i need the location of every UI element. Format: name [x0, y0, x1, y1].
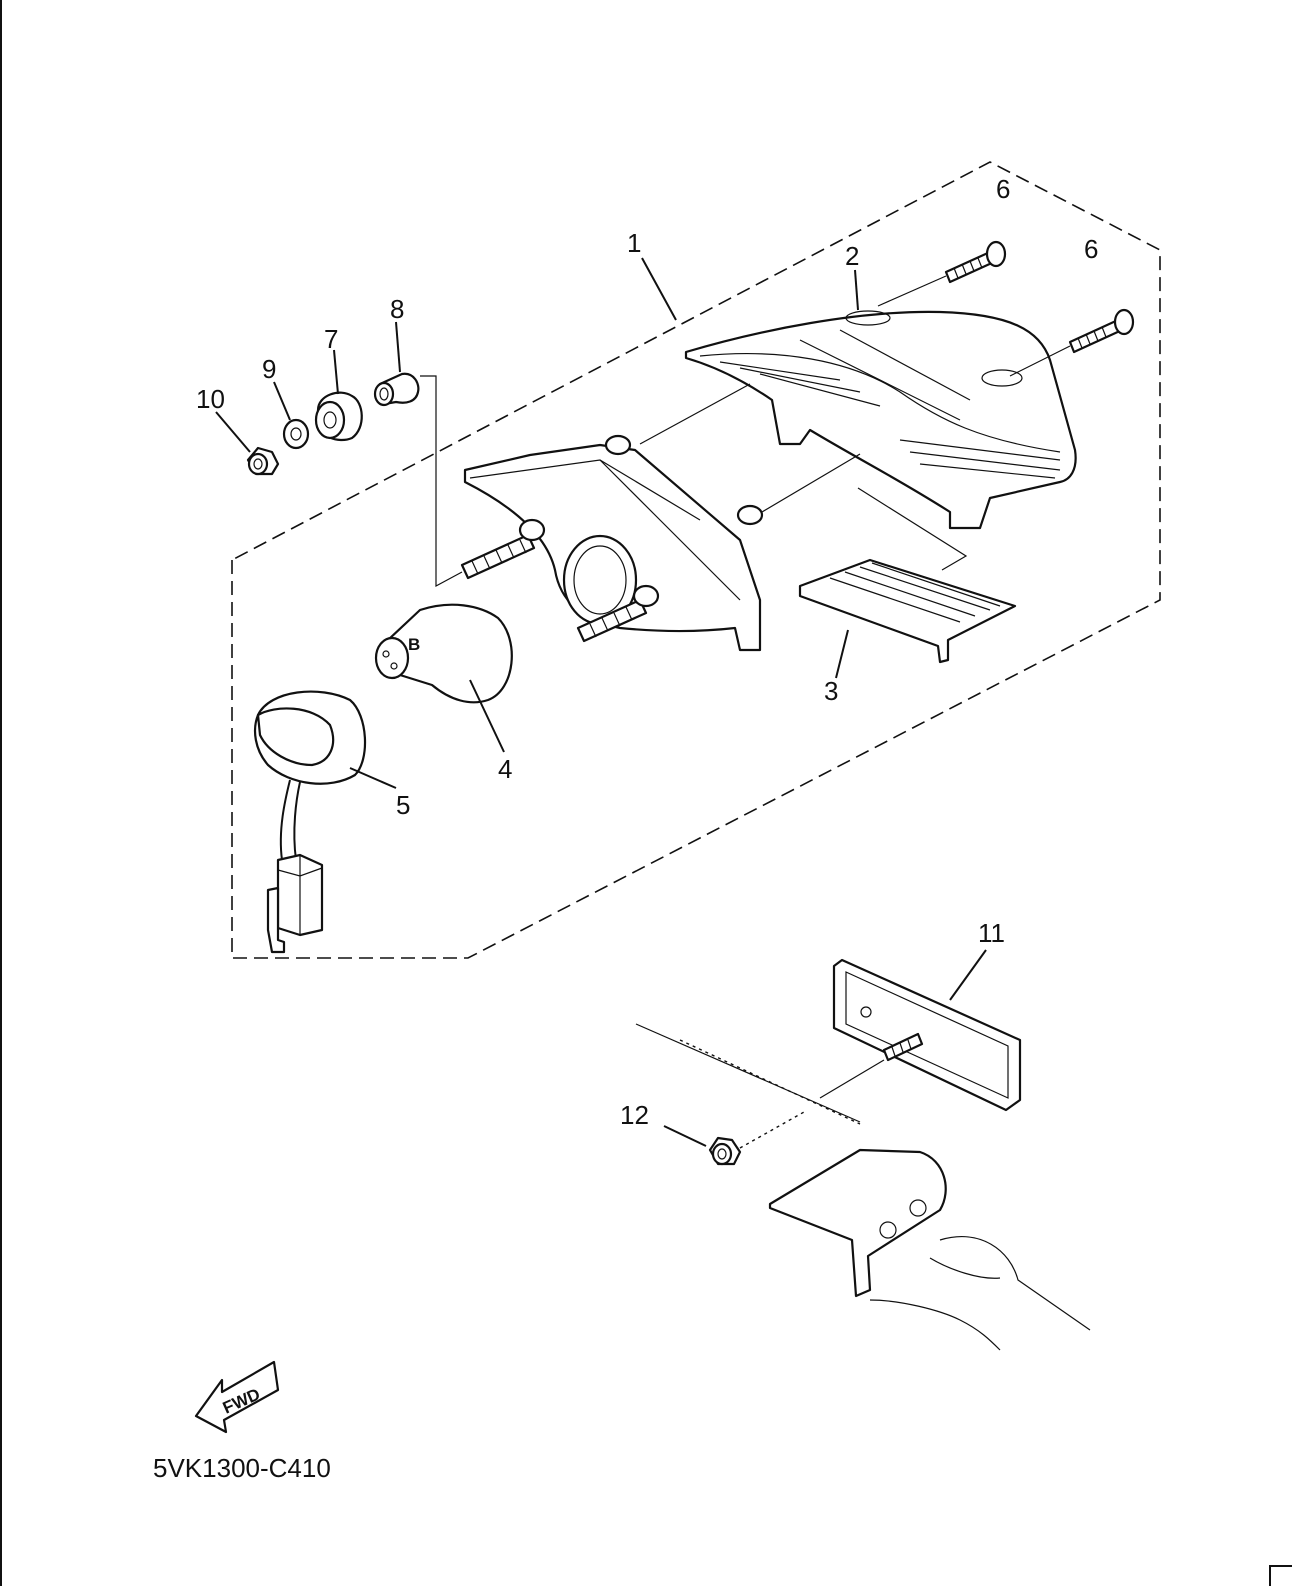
callout-10: 10: [196, 384, 225, 414]
washer: [282, 418, 310, 450]
lens-screw-hole-1: [845, 310, 891, 326]
callout-11: 11: [978, 918, 1005, 948]
bulb: B: [374, 603, 513, 704]
tail-light-lens: [684, 310, 1077, 530]
callout-12: 12: [620, 1100, 649, 1130]
callout-6-upper: 6: [996, 174, 1010, 204]
callout-5: 5: [396, 790, 410, 820]
housing-stud-lower: [576, 584, 660, 643]
side-reflector: [832, 958, 1022, 1112]
tail-light-housing: [460, 434, 764, 652]
assembly-boundary: [231, 161, 1161, 959]
drawing-code: 5VK1300-C410: [153, 1453, 331, 1483]
nut-10: [246, 446, 280, 476]
callout-labels: 1 2 3 4 5 6 6 7 8 9 10 11 12: [196, 174, 1098, 1130]
collar: [373, 372, 420, 407]
reflector-plate: [798, 558, 1017, 664]
screw-lower: [1068, 308, 1135, 354]
grommet: [314, 391, 363, 442]
callout-2: 2: [845, 241, 859, 271]
housing-stud-upper: [460, 518, 546, 580]
callout-1: 1: [627, 228, 641, 258]
callout-6-lower: 6: [1084, 234, 1098, 264]
lens-screw-hole-2: [981, 369, 1023, 387]
callout-9: 9: [262, 354, 276, 384]
callout-3: 3: [824, 676, 838, 706]
leader-lines: [215, 257, 1071, 1149]
forward-direction-arrow: FWD: [194, 1360, 280, 1434]
callout-4: 4: [498, 754, 512, 784]
bulb-socket-with-cord: [253, 690, 367, 954]
svg-text:B: B: [408, 635, 420, 654]
screw-upper: [944, 240, 1007, 284]
nut-12: [708, 1136, 742, 1166]
callout-7: 7: [324, 324, 338, 354]
page-corner-mark: [1269, 1565, 1292, 1586]
rear-fender-bracket: [635, 1023, 1091, 1351]
callout-8: 8: [390, 294, 404, 324]
